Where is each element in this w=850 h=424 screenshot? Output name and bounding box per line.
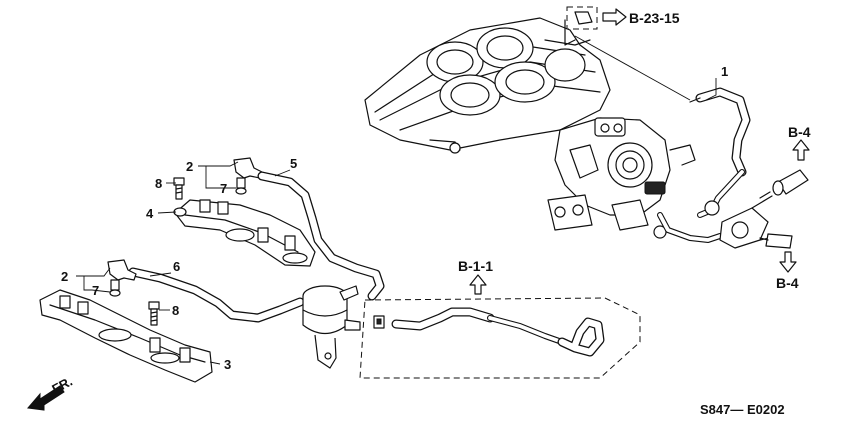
throttle-body [547,117,696,239]
b4-lower-connector [759,233,793,249]
ref-b-23-15: B-23-15 [629,10,680,26]
b4-down-arrow [779,251,797,273]
callout-1: 1 [721,64,728,79]
lower-pressure-sensor [107,259,137,297]
front-direction-arrow [27,385,65,411]
diagram-code: S847— E0202 [700,402,785,417]
callout-6: 6 [173,259,180,274]
callout-7-lower: 7 [92,283,99,298]
intake-manifold [364,17,611,154]
callout-7-upper: 7 [220,181,227,196]
b1-1-detail-box [359,297,641,379]
callout-8-upper: 8 [155,176,162,191]
fuel-pressure-regulator [302,285,361,369]
callout-5: 5 [290,156,297,171]
ref-b-1-1: B-1-1 [458,258,493,274]
b23-15-reference-part [566,6,627,30]
callout-8-lower: 8 [172,303,179,318]
b4-upper-connector [759,169,809,199]
callout-3: 3 [224,357,231,372]
ref-b-4-upper: B-4 [788,124,811,140]
upper-fuel-rail [173,199,316,267]
hose-1 [564,19,751,177]
b4-up-arrow [792,139,810,161]
lower-bolt [148,301,160,326]
callout-4: 4 [146,206,154,221]
lower-fuel-rail [39,289,213,383]
callout-2-upper: 2 [186,159,193,174]
ref-b-4-lower: B-4 [776,275,799,291]
b1-1-up-arrow [469,274,487,295]
vacuum-line-assembly [657,169,779,249]
leader-lines [76,78,717,365]
hose-6 [128,267,305,323]
callout-2-lower: 2 [61,269,68,284]
hose-5 [257,171,385,301]
upper-bolt [173,177,185,200]
